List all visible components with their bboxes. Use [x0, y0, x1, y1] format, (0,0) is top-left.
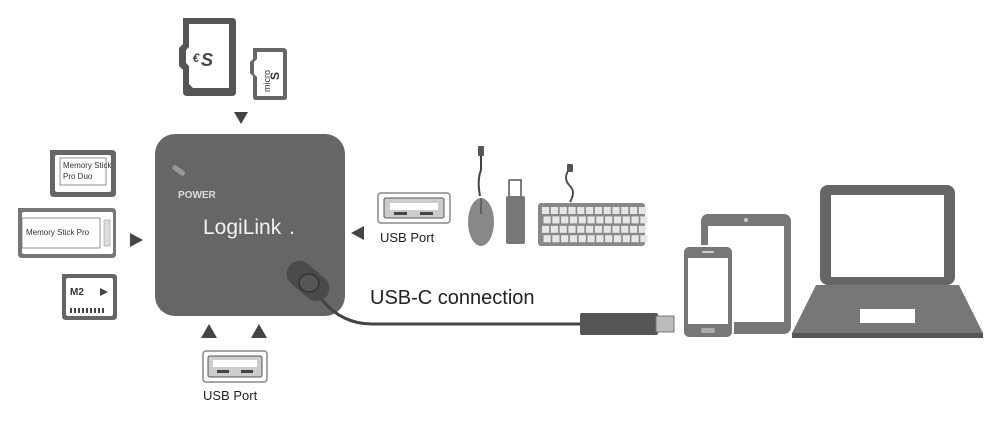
- keyboard-key: [578, 235, 586, 243]
- keyboard-key: [638, 207, 646, 214]
- keyboard-key: [621, 207, 629, 214]
- keyboard-key: [559, 207, 567, 214]
- usb-port-right-label: USB Port: [380, 230, 435, 245]
- keyboard-key: [569, 216, 578, 224]
- memory-stick-pro-duo-icon: Memory Stick Pro Duo: [50, 150, 116, 197]
- keyboard-key: [621, 225, 629, 233]
- keyboard-key: [577, 207, 585, 214]
- keyboard-key: [605, 235, 613, 243]
- keyboard-key: [631, 235, 639, 243]
- keyboard-key: [596, 216, 604, 224]
- arrow-left-icon: [351, 226, 364, 240]
- usb-c-plug-in-hub-icon: [286, 260, 330, 302]
- keyboard-key: [594, 225, 602, 233]
- keyboard-key: [550, 207, 558, 214]
- keyboard-key: [603, 225, 611, 233]
- keyboard-key: [543, 216, 551, 224]
- ms-pro-label: Memory Stick Pro: [26, 228, 90, 237]
- keyboard-key: [612, 225, 620, 233]
- usb-port-bottom-icon: [202, 350, 268, 383]
- sd-logo: S: [201, 50, 213, 70]
- mouse-icon: [468, 146, 494, 246]
- keyboard-key: [613, 235, 622, 243]
- keyboard-key: [638, 225, 646, 233]
- sd-logo-prefix: €: [193, 51, 201, 65]
- keyboard-key: [568, 225, 576, 233]
- arrow-up-icon-1: [201, 324, 217, 338]
- hub-device: POWER LogiLink .: [155, 134, 345, 316]
- ms-pro-duo-label-2: Pro Duo: [63, 172, 93, 181]
- usb-c-cable: [320, 299, 585, 326]
- keyboard-key: [622, 235, 630, 243]
- keyboard-key: [569, 235, 578, 243]
- keyboard-key: [550, 225, 558, 233]
- keyboard-icon: [538, 164, 648, 246]
- usb-port-right-icon: [377, 192, 451, 224]
- keyboard-key: [568, 207, 576, 214]
- usb-stick-icon: [506, 179, 525, 244]
- m2-label: M2: [70, 287, 84, 298]
- keyboard-key: [605, 216, 613, 224]
- keyboard-key: [586, 207, 594, 214]
- keyboard-key: [552, 216, 560, 224]
- keyboard-key: [561, 235, 569, 243]
- micro-sd-label: micro: [262, 70, 272, 92]
- power-label: POWER: [178, 190, 217, 201]
- keyboard-key: [587, 216, 595, 224]
- m2-card-icon: M2: [62, 274, 117, 320]
- keyboard-key: [577, 225, 585, 233]
- keyboard-key: [587, 235, 595, 243]
- micro-sd-card-icon: micro S: [250, 48, 287, 100]
- keyboard-key: [578, 216, 586, 224]
- brand-logo: LogiLink: [203, 216, 282, 239]
- keyboard-key: [552, 235, 560, 243]
- micro-sd-logo: S: [268, 72, 282, 80]
- keyboard-key: [561, 216, 569, 224]
- keyboard-key: [630, 207, 638, 214]
- power-led-icon: [172, 165, 186, 176]
- keyboard-key: [594, 207, 602, 214]
- keyboard-key: [543, 235, 551, 243]
- brand-mark: .: [289, 216, 295, 239]
- keyboard-key: [586, 225, 594, 233]
- keyboard-key: [622, 216, 630, 224]
- usb-port-bottom-label: USB Port: [203, 388, 258, 403]
- memory-stick-pro-icon: Memory Stick Pro: [18, 208, 116, 258]
- arrow-down-icon: [234, 112, 248, 124]
- keyboard-key: [612, 207, 620, 214]
- ms-pro-duo-label: Memory Stick: [63, 161, 112, 170]
- keyboard-key: [640, 235, 648, 243]
- sd-card-icon: S €: [179, 18, 236, 96]
- arrow-right-icon: [130, 233, 143, 247]
- keyboard-key: [596, 235, 604, 243]
- usb-c-connection-label: USB-C connection: [370, 287, 535, 309]
- keyboard-key: [640, 216, 648, 224]
- keyboard-key: [603, 207, 611, 214]
- keyboard-key: [613, 216, 622, 224]
- keyboard-key: [542, 207, 550, 214]
- keyboard-key: [559, 225, 567, 233]
- keyboard-key: [631, 216, 639, 224]
- laptop-icon: [792, 185, 983, 338]
- keyboard-key: [630, 225, 638, 233]
- arrow-up-icon-2: [251, 324, 267, 338]
- keyboard-key: [542, 225, 550, 233]
- usb-c-plug-icon: [580, 313, 675, 335]
- smartphone-icon: [682, 245, 734, 339]
